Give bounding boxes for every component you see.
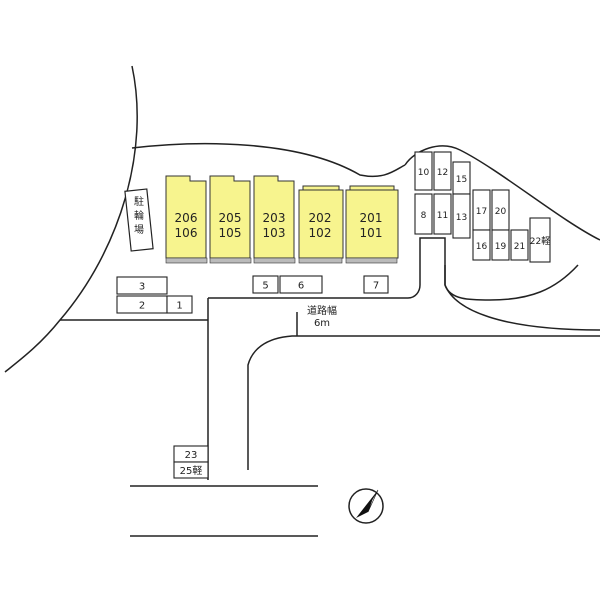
parking-space-6: 6 <box>279 275 323 294</box>
parking-label-1: 1 <box>176 301 182 312</box>
parking-label-6: 6 <box>298 281 304 292</box>
parking-label-7: 7 <box>373 281 379 292</box>
parking-space-23: 23 <box>173 445 209 463</box>
parking-label-3: 3 <box>139 282 145 293</box>
parking-space-20: 20 <box>491 189 510 231</box>
parking-label-21: 21 <box>514 242 525 252</box>
unit-label-206: 206 <box>175 211 198 225</box>
parking-label-23: 23 <box>185 450 198 461</box>
parking-space-21: 21 <box>510 229 529 261</box>
unit-label-205: 205 <box>219 211 242 225</box>
parking-label-10: 10 <box>418 168 430 178</box>
parking-space-7: 7 <box>363 275 389 294</box>
parking-label-25軽: 25軽 <box>180 465 203 477</box>
parking-label-20: 20 <box>495 207 507 217</box>
parking-space-17: 17 <box>472 189 491 231</box>
parking-space-19: 19 <box>491 229 510 261</box>
bicycle-parking-char-1: 駐 <box>134 195 144 208</box>
parking-space-11: 11 <box>433 193 452 235</box>
parking-space-8: 8 <box>414 193 433 235</box>
parking-label-11: 11 <box>437 211 448 221</box>
bicycle-parking: 駐 輪 場 <box>124 188 154 252</box>
unit-label-103: 103 <box>263 226 286 240</box>
parking-space-15: 15 <box>452 161 471 195</box>
parking-label-12: 12 <box>437 168 448 178</box>
unit-label-101: 101 <box>360 226 383 240</box>
road-width-value: 6m <box>314 318 330 329</box>
left-boundary-curve <box>4 65 138 373</box>
parking-space-12: 12 <box>433 151 452 191</box>
parking-space-25軽: 25軽 <box>173 461 209 479</box>
bicycle-parking-char-2: 輪 <box>134 209 144 222</box>
parking-space-13: 13 <box>452 193 471 239</box>
site-boundary-lines <box>4 65 600 537</box>
top-boundary <box>131 142 406 177</box>
parking-label-17: 17 <box>476 207 487 217</box>
parking-space-5: 5 <box>252 275 279 294</box>
unit-label-201: 201 <box>360 211 383 225</box>
parking-label-16: 16 <box>476 242 488 252</box>
road-width-label: 道路幅 <box>307 304 337 317</box>
unit-label-202: 202 <box>309 211 332 225</box>
parking-label-19: 19 <box>495 242 507 252</box>
parking-label-5: 5 <box>262 281 268 292</box>
road-upper-edge <box>208 237 600 331</box>
parking-label-15: 15 <box>456 175 467 185</box>
parking-space-16: 16 <box>472 229 491 261</box>
unit-label-106: 106 <box>175 226 198 240</box>
parking-label-13: 13 <box>456 213 467 223</box>
parking-space-2: 2 <box>116 295 168 314</box>
right-lower-boundary <box>444 264 579 301</box>
bicycle-parking-char-3: 場 <box>134 223 144 236</box>
parking-label-2: 2 <box>139 301 145 312</box>
parking-space-10: 10 <box>414 151 433 191</box>
parking-label-8: 8 <box>421 211 427 221</box>
parking-label-22軽: 22軽 <box>530 236 550 247</box>
unit-label-102: 102 <box>309 226 332 240</box>
right-hill-boundary <box>404 145 600 241</box>
unit-label-203: 203 <box>263 211 286 225</box>
parking-space-3: 3 <box>116 276 168 295</box>
north-arrow-icon <box>348 488 384 524</box>
road-right-edge <box>247 335 600 470</box>
parking-space-22軽: 22軽 <box>529 217 551 263</box>
unit-label-105: 105 <box>219 226 242 240</box>
parking-space-1: 1 <box>166 295 193 314</box>
